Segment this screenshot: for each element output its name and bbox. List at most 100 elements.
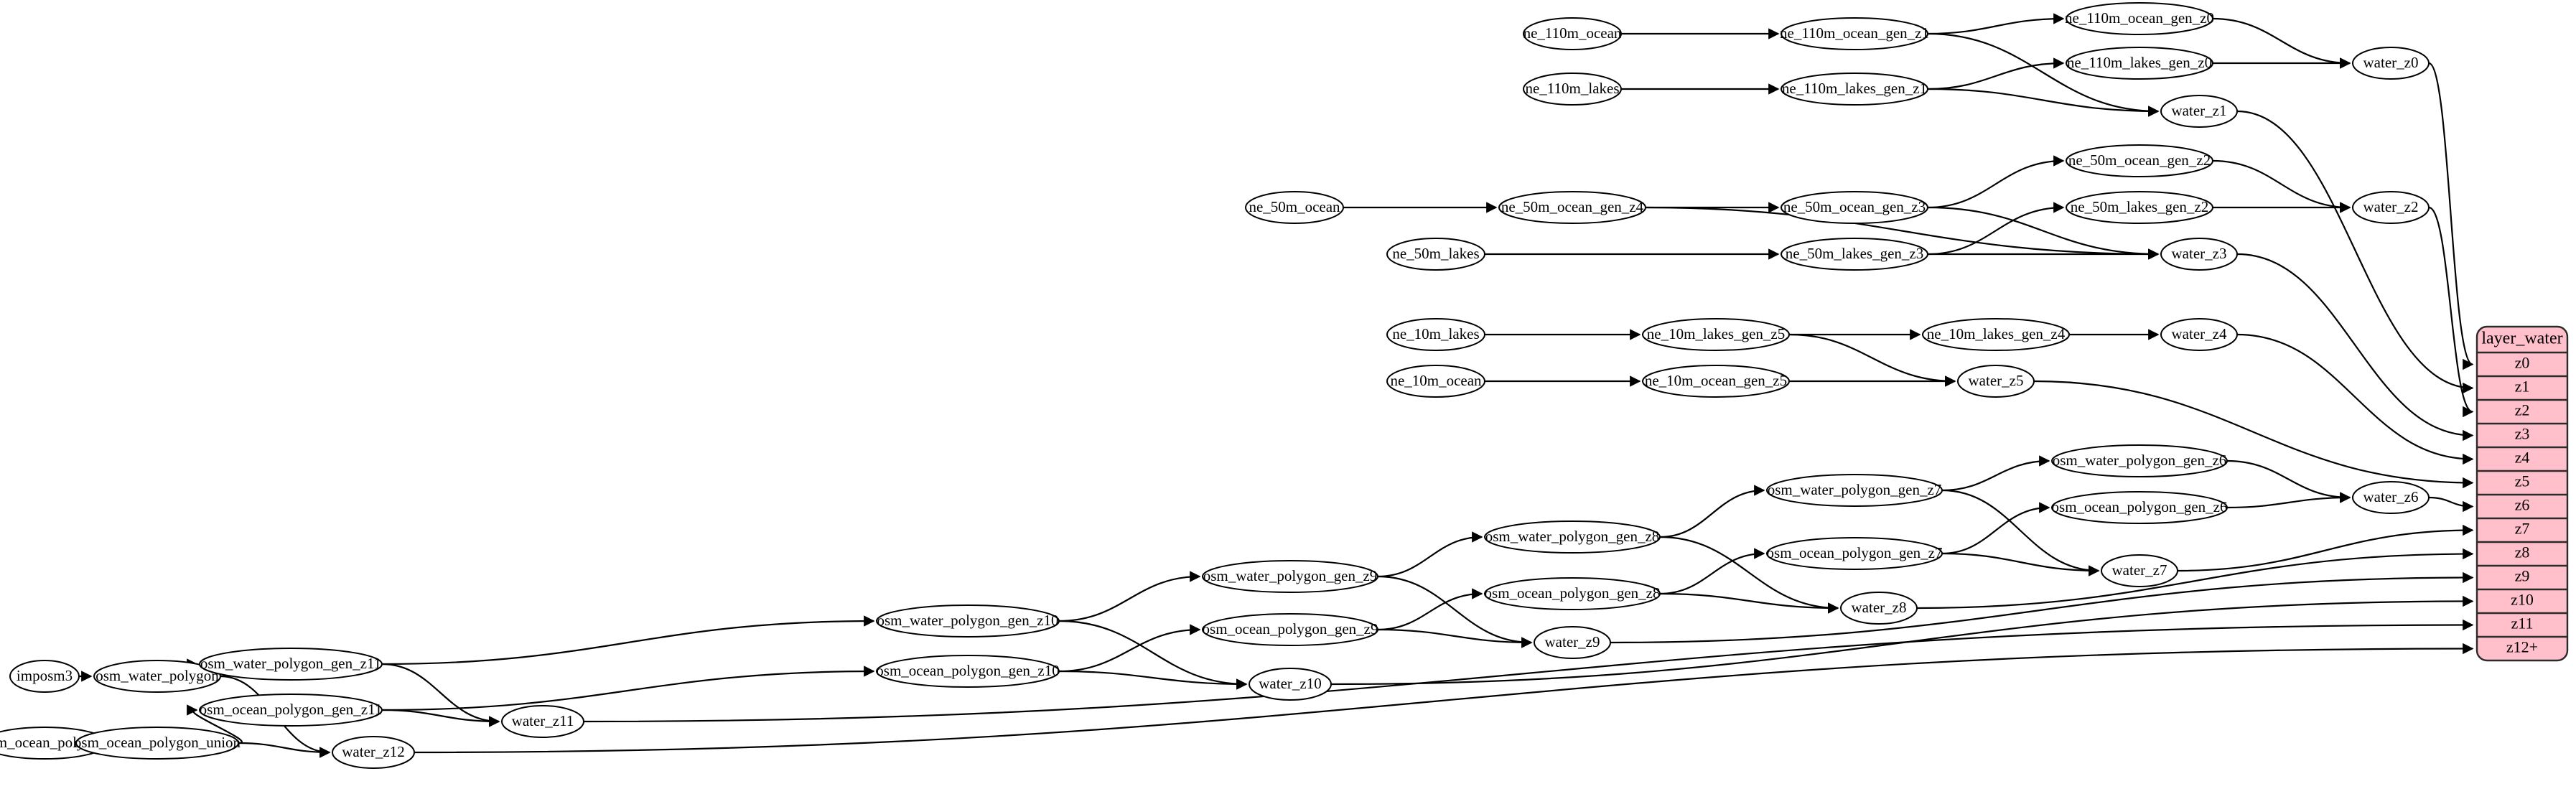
node-water_z0[interactable]: water_z0 xyxy=(2352,47,2430,80)
node-ne_50m_lakes[interactable]: ne_50m_lakes xyxy=(1386,238,1485,271)
edge-water_z9-to-layer_water-z9 xyxy=(1610,571,2474,644)
node-ne_50m_lakes_gen_z2[interactable]: ne_50m_lakes_gen_z2 xyxy=(2066,191,2213,224)
node-label: water_z8 xyxy=(1852,599,1907,616)
node-water_z10[interactable]: water_z10 xyxy=(1249,668,1332,701)
node-water_z7[interactable]: water_z7 xyxy=(2101,554,2178,587)
node-water_z9[interactable]: water_z9 xyxy=(1534,626,1611,659)
edge-osm_water_polygon_gen_z8-to-water_z8 xyxy=(1659,536,1839,614)
node-label: water_z3 xyxy=(2172,245,2227,262)
node-water_z12[interactable]: water_z12 xyxy=(332,736,415,769)
node-water_z6[interactable]: water_z6 xyxy=(2352,481,2430,514)
node-ne_110m_lakes[interactable]: ne_110m_lakes xyxy=(1523,73,1622,106)
node-osm_water_polygon_gen_z9[interactable]: osm_water_polygon_gen_z9 xyxy=(1202,560,1378,593)
node-water_z11[interactable]: water_z11 xyxy=(501,705,584,738)
table-row-z8: z8 xyxy=(2515,543,2530,561)
node-osm_water_polygon_gen_z11[interactable]: osm_water_polygon_gen_z11 xyxy=(199,648,383,681)
node-water_z8[interactable]: water_z8 xyxy=(1840,592,1918,625)
edge-osm_ocean_polygon_union-to-water_z12 xyxy=(238,742,331,758)
table-row-z7: z7 xyxy=(2515,520,2530,538)
node-ne_110m_lakes_gen_z0[interactable]: ne_110m_lakes_gen_z0 xyxy=(2066,47,2213,80)
node-ne_10m_lakes[interactable]: ne_10m_lakes xyxy=(1386,318,1485,351)
node-ne_10m_lakes_gen_z4[interactable]: ne_10m_lakes_gen_z4 xyxy=(1922,318,2070,351)
node-osm_water_polygon_gen_z8[interactable]: osm_water_polygon_gen_z8 xyxy=(1484,520,1661,554)
node-ellipse xyxy=(501,705,584,738)
node-ellipse xyxy=(2352,481,2430,514)
node-label: ne_50m_lakes xyxy=(1392,245,1479,262)
node-water_z4[interactable]: water_z4 xyxy=(2160,318,2238,351)
edge-osm_water_polygon_gen_z7-to-osm_water_polygon_gen_z6 xyxy=(1941,455,2050,492)
node-ellipse xyxy=(1957,365,2035,398)
node-ellipse xyxy=(2160,238,2238,271)
node-ellipse xyxy=(2051,491,2228,524)
node-water_z5[interactable]: water_z5 xyxy=(1957,365,2035,398)
node-osm_ocean_polygon_gen_z6[interactable]: osm_ocean_polygon_gen_z6 xyxy=(2051,491,2228,524)
node-ne_50m_ocean_gen_z3[interactable]: ne_50m_ocean_gen_z3 xyxy=(1781,191,1928,224)
table-row-z9: z9 xyxy=(2515,567,2530,585)
node-ellipse xyxy=(1781,238,1928,271)
node-ellipse xyxy=(1484,520,1661,554)
table-row-z5: z5 xyxy=(2515,472,2530,490)
node-ne_10m_ocean_gen_z5[interactable]: ne_10m_ocean_gen_z5 xyxy=(1642,365,1790,398)
node-ne_110m_ocean_gen_z1[interactable]: ne_110m_ocean_gen_z1 xyxy=(1780,17,1929,50)
node-osm_ocean_polygon_gen_z9[interactable]: osm_ocean_polygon_gen_z9 xyxy=(1202,613,1378,646)
node-ne_50m_ocean_gen_z2[interactable]: ne_50m_ocean_gen_z2 xyxy=(2066,144,2213,177)
node-osm_water_polygon_gen_z7[interactable]: osm_water_polygon_gen_z7 xyxy=(1766,474,1943,507)
node-imposm3[interactable]: imposm3 xyxy=(9,660,80,693)
node-ellipse xyxy=(1922,318,2070,351)
table-row-z2: z2 xyxy=(2515,401,2530,419)
node-ne_50m_ocean_gen_z4[interactable]: ne_50m_ocean_gen_z4 xyxy=(1498,191,1646,224)
node-water_z2[interactable]: water_z2 xyxy=(2352,191,2430,224)
node-osm_water_polygon[interactable]: osm_water_polygon xyxy=(93,660,221,693)
node-ellipse xyxy=(1245,191,1344,224)
node-layer: ne_110m_ocean ne_110m_ocean_gen_z1 ne_110m… xyxy=(0,2,2430,769)
node-osm_water_polygon_gen_z10[interactable]: osm_water_polygon_gen_z10 xyxy=(876,604,1060,638)
edge-water_z2-to-layer_water-z2 xyxy=(2428,206,2474,418)
node-ellipse xyxy=(1642,365,1790,398)
node-ellipse xyxy=(1781,191,1928,224)
node-osm_ocean_polygon_union[interactable]: osm_ocean_polygon_union xyxy=(74,727,241,760)
node-ellipse xyxy=(2066,144,2213,177)
node-ne_10m_ocean[interactable]: ne_10m_ocean xyxy=(1386,365,1485,398)
node-label: osm_water_polygon_gen_z8 xyxy=(1485,528,1660,545)
node-water_z1[interactable]: water_z1 xyxy=(2160,95,2238,128)
edge-ne_110m_lakes_gen_z1-to-ne_110m_lakes_gen_z0 xyxy=(1927,57,2065,90)
node-ellipse xyxy=(1523,73,1622,106)
node-label: osm_water_polygon_gen_z6 xyxy=(2053,452,2227,469)
node-water_z3[interactable]: water_z3 xyxy=(2160,238,2238,271)
node-ellipse xyxy=(2101,554,2178,587)
edge-osm_ocean_polygon_gen_z10-to-water_z10 xyxy=(1058,670,1248,690)
node-ellipse xyxy=(1484,577,1661,610)
node-label: osm_ocean_polygon_gen_z6 xyxy=(2052,498,2228,515)
node-ne_110m_ocean_gen_z0[interactable]: ne_110m_ocean_gen_z0 xyxy=(2065,2,2214,35)
node-label: ne_50m_lakes_gen_z3 xyxy=(1786,245,1923,262)
node-ne_110m_ocean[interactable]: ne_110m_ocean xyxy=(1523,17,1622,50)
node-label: ne_50m_ocean xyxy=(1249,198,1340,215)
edge-osm_water_polygon_gen_z8-to-osm_water_polygon_gen_z7 xyxy=(1659,485,1765,538)
node-ellipse xyxy=(9,660,80,693)
node-ne_50m_lakes_gen_z3[interactable]: ne_50m_lakes_gen_z3 xyxy=(1781,238,1928,271)
edge-osm_ocean_polygon_gen_z11-to-water_z11 xyxy=(381,709,500,727)
node-label: water_z5 xyxy=(1969,372,2024,389)
node-osm_ocean_polygon_gen_z8[interactable]: osm_ocean_polygon_gen_z8 xyxy=(1484,577,1661,610)
node-ellipse xyxy=(1498,191,1646,224)
edge-ne_110m_lakes_gen_z1-to-water_z1 xyxy=(1927,88,2160,117)
node-label: osm_ocean_polygon_union xyxy=(74,734,241,751)
node-label: ne_10m_ocean_gen_z5 xyxy=(1645,372,1787,389)
edge-ne_50m_ocean_gen_z3-to-ne_50m_ocean_gen_z2 xyxy=(1927,155,2065,209)
node-osm_ocean_polygon_gen_z11[interactable]: osm_ocean_polygon_gen_z11 xyxy=(199,694,383,727)
node-ellipse xyxy=(2066,47,2213,80)
node-label: ne_110m_ocean_gen_z1 xyxy=(1780,24,1929,42)
edge-ne_110m_ocean_gen_z1-to-water_z1 xyxy=(1927,32,2160,117)
node-ne_50m_ocean[interactable]: ne_50m_ocean xyxy=(1245,191,1344,224)
edge-water_z4-to-layer_water-z4 xyxy=(2236,333,2474,465)
edge-ne_10m_lakes_gen_z5-to-water_z5 xyxy=(1788,333,1956,387)
node-osm_water_polygon_gen_z6[interactable]: osm_water_polygon_gen_z6 xyxy=(2051,444,2228,477)
node-label: water_z12 xyxy=(342,743,404,760)
node-ne_10m_lakes_gen_z5[interactable]: ne_10m_lakes_gen_z5 xyxy=(1642,318,1790,351)
node-osm_ocean_polygon_gen_z7[interactable]: osm_ocean_polygon_gen_z7 xyxy=(1766,537,1943,570)
table-row-z10: z10 xyxy=(2511,591,2534,609)
node-ne_110m_lakes_gen_z1[interactable]: ne_110m_lakes_gen_z1 xyxy=(1781,73,1928,106)
node-label: osm_water_polygon_gen_z7 xyxy=(1768,481,1942,498)
table-row-z3: z3 xyxy=(2515,425,2530,443)
node-osm_ocean_polygon_gen_z10[interactable]: osm_ocean_polygon_gen_z10 xyxy=(876,655,1060,688)
